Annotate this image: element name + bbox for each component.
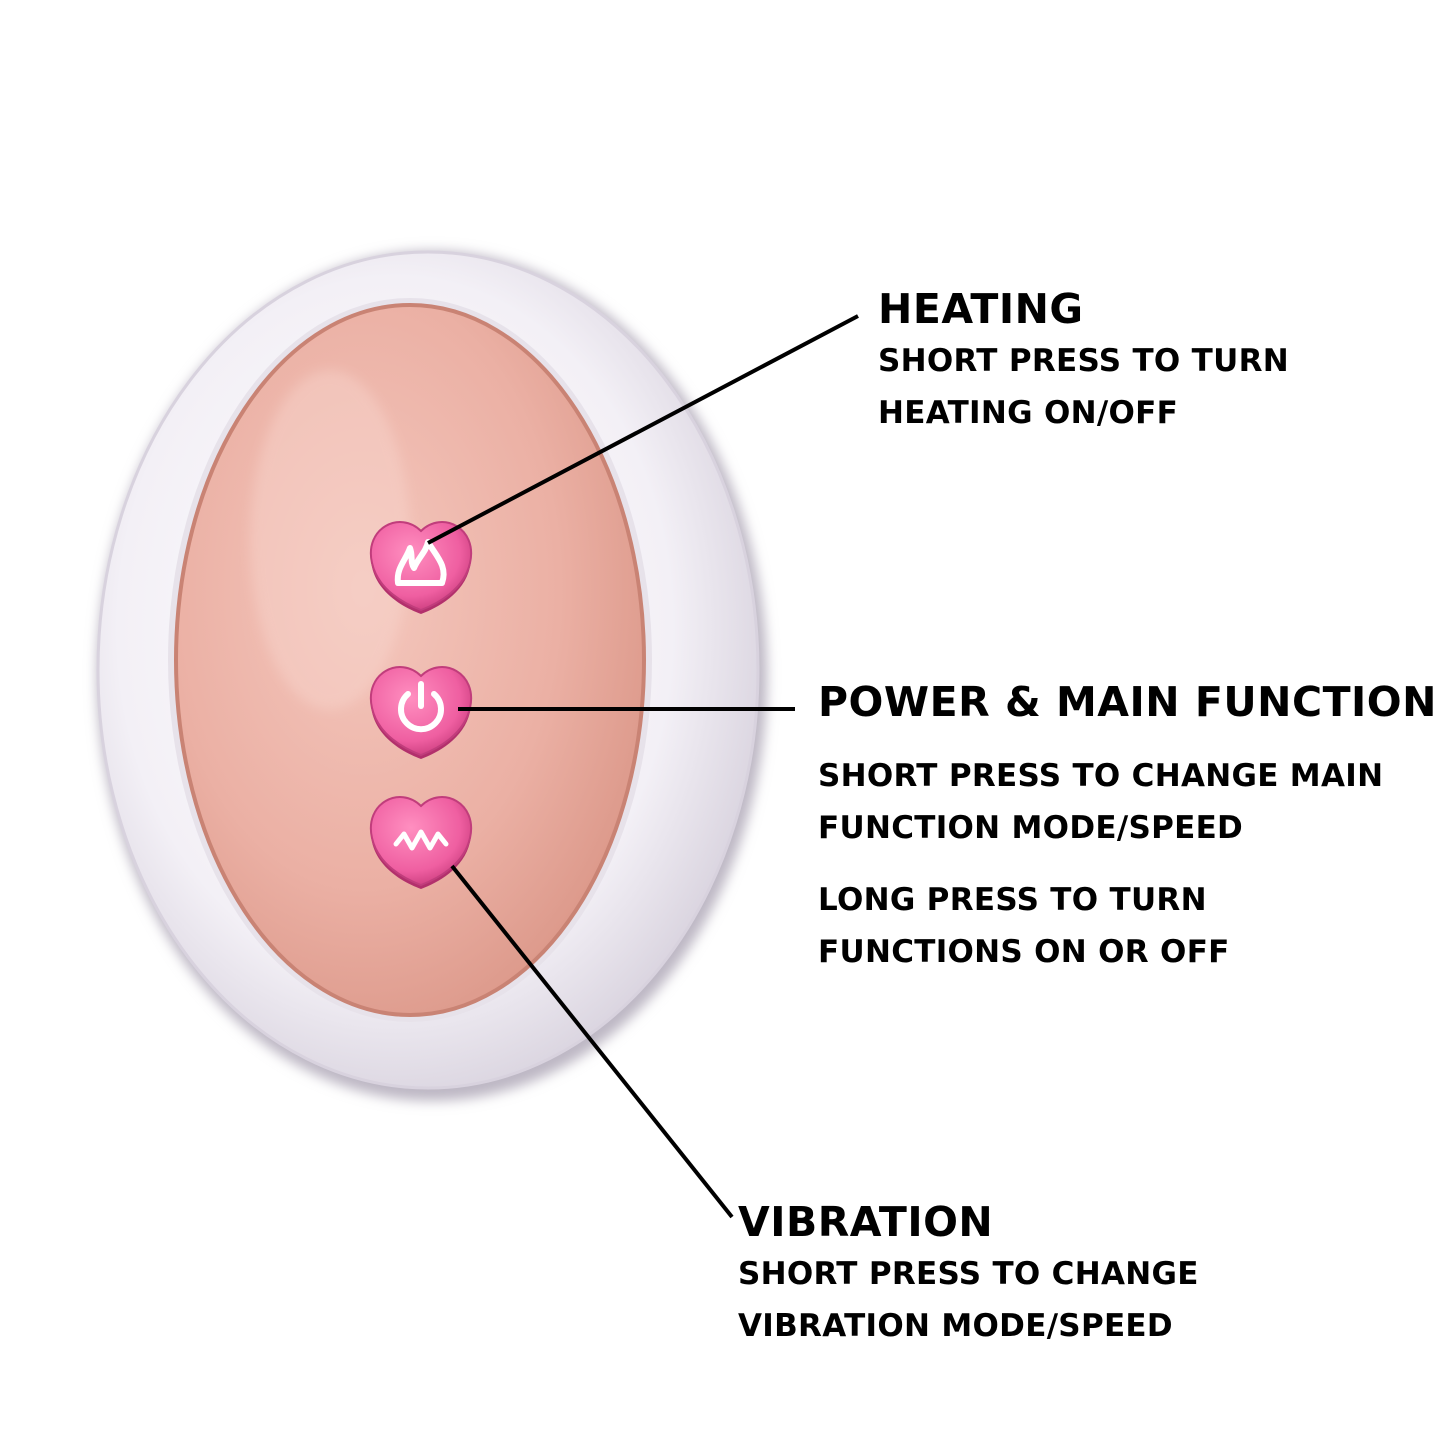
control-panel xyxy=(174,303,646,1017)
panel-highlight xyxy=(250,370,410,710)
flame-icon xyxy=(394,539,447,586)
heating-button[interactable] xyxy=(369,521,473,614)
wave-icon xyxy=(393,829,449,851)
vibration-line-1: SHORT PRESS TO CHANGE xyxy=(738,1256,1199,1292)
vibration-title: VIBRATION xyxy=(738,1198,994,1246)
heating-title: HEATING xyxy=(878,285,1084,333)
vibration-callout: VIBRATION SHORT PRESS TO CHANGE VIBRATIO… xyxy=(738,1200,1199,1352)
power-line-2: FUNCTION MODE/SPEED xyxy=(818,810,1244,846)
power-callout: POWER & MAIN FUNCTION SHORT PRESS TO CHA… xyxy=(818,680,1437,978)
vibration-leader-line xyxy=(450,864,734,1219)
power-line-3: LONG PRESS TO TURN xyxy=(818,882,1207,918)
power-title: POWER & MAIN FUNCTION xyxy=(818,678,1437,726)
heating-line-2: HEATING ON/OFF xyxy=(878,395,1179,431)
heating-callout: HEATING SHORT PRESS TO TURN HEATING ON/O… xyxy=(878,287,1289,439)
vibration-line-2: VIBRATION MODE/SPEED xyxy=(738,1308,1173,1344)
power-line-1: SHORT PRESS TO CHANGE MAIN xyxy=(818,758,1384,794)
vibration-button[interactable] xyxy=(369,796,473,889)
power-icon xyxy=(398,681,444,733)
heating-line-1: SHORT PRESS TO TURN xyxy=(878,343,1289,379)
power-gap xyxy=(818,854,1437,874)
power-line-4: FUNCTIONS ON OR OFF xyxy=(818,934,1230,970)
heating-leader-line xyxy=(427,314,859,545)
power-button[interactable] xyxy=(369,666,473,759)
